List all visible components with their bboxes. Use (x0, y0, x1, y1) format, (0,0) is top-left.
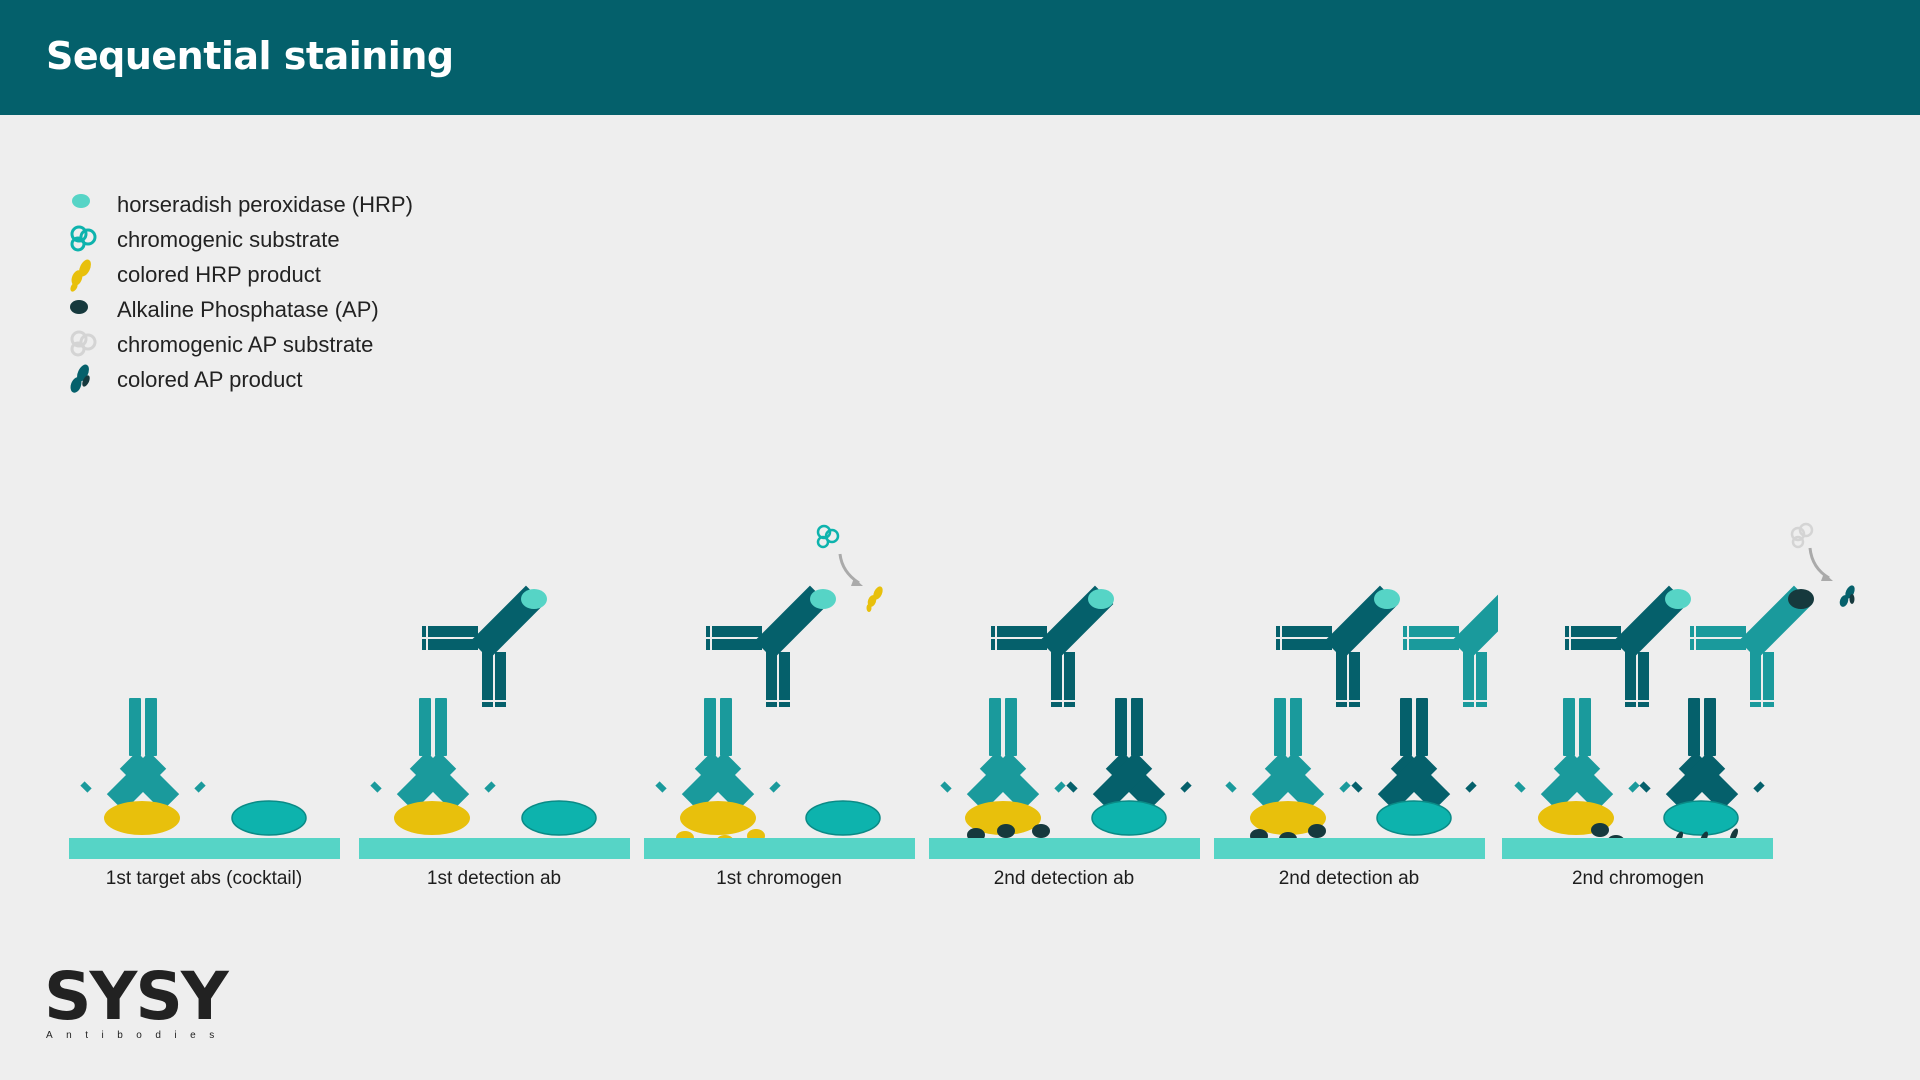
header-bar (0, 0, 1920, 115)
step-label: 1st chromogen (716, 868, 842, 889)
primary-antibody-1 (1514, 698, 1640, 812)
step-panel-4: 2nd detection ab (928, 520, 1208, 900)
tissue-slide (1502, 838, 1773, 859)
colored-hrp-product-icon (70, 259, 91, 292)
step-illustration (69, 698, 340, 859)
reaction-arrow (838, 553, 860, 585)
primary-antibody-1 (655, 698, 781, 812)
antigen-teal (805, 800, 881, 836)
antigen-yellow (394, 801, 470, 835)
step-label: 1st target abs (cocktail) (105, 868, 303, 889)
secondary-antibody-hrp (706, 585, 829, 707)
tissue-slide (359, 838, 630, 859)
step-label: 2nd detection ab (993, 868, 1135, 889)
primary-antibody-2 (1639, 698, 1765, 812)
hrp-icon (72, 194, 90, 208)
step-illustration (644, 524, 915, 859)
colored-ap-product-icon (70, 364, 90, 393)
antigen-yellow (965, 801, 1041, 835)
hrp-enzyme (1088, 589, 1114, 609)
logo-tagline: Antibodies (46, 1030, 228, 1041)
chromogenic-ap-substrate-icon (70, 330, 97, 357)
step-panel-1: 1st target abs (cocktail) (68, 520, 348, 900)
page-title: Sequential staining (46, 34, 454, 78)
chromogenic-ap-substrate (1790, 522, 1814, 549)
legend-label: chromogenic substrate (117, 227, 340, 252)
ap-icon (70, 300, 88, 314)
colored-hrp-product (866, 586, 883, 612)
step-label: 2nd chromogen (1571, 868, 1705, 889)
tissue-slide (644, 838, 915, 859)
antigen-teal (1663, 800, 1739, 836)
reaction-arrow (1808, 547, 1830, 580)
legend-label: chromogenic AP substrate (117, 332, 374, 357)
secondary-antibody-ap (1403, 585, 1498, 707)
sysy-logo: SYSY Antibodies (44, 958, 229, 1042)
step-label: 1st detection ab (426, 868, 562, 889)
antigen-teal (231, 800, 307, 836)
logo-brand: SYSY (44, 958, 229, 1035)
step-panel-5: 2nd detection ab (1213, 520, 1498, 900)
tissue-slide (69, 838, 340, 859)
step-panel-6: 2nd chromogen (1502, 520, 1902, 900)
primary-antibody-2 (1351, 698, 1477, 812)
antigen-yellow (680, 801, 756, 835)
primary-antibody-1 (80, 698, 206, 812)
step-illustration (359, 585, 630, 859)
legend-label: colored HRP product (117, 262, 321, 287)
chromogenic-substrate (816, 524, 840, 549)
step-illustration (1214, 585, 1498, 859)
step-panel-3: 1st chromogen (643, 520, 923, 900)
legend-label: horseradish peroxidase (HRP) (117, 192, 413, 217)
antigen-yellow (1250, 801, 1326, 835)
antigen-teal (1376, 800, 1452, 836)
step-illustration (1502, 522, 1855, 859)
ap-enzyme (1788, 589, 1814, 609)
chromogenic-substrate-icon (70, 225, 97, 252)
step-panel-2: 1st detection ab (358, 520, 638, 900)
primary-antibody-2 (1066, 698, 1192, 812)
hrp-enzyme (1665, 589, 1691, 609)
step-label: 2nd detection ab (1278, 868, 1420, 889)
legend-label: Alkaline Phosphatase (AP) (117, 297, 379, 322)
hrp-enzyme (1374, 589, 1400, 609)
primary-antibody-1 (1225, 698, 1351, 812)
antigen-teal (521, 800, 597, 836)
primary-antibody-1 (940, 698, 1066, 812)
primary-antibody-1 (370, 698, 496, 812)
antigen-teal (1091, 800, 1167, 836)
colored-ap-product (1839, 585, 1855, 607)
tissue-slide (1214, 838, 1485, 859)
hrp-enzyme (810, 589, 836, 609)
legend-label: colored AP product (117, 367, 303, 392)
hrp-enzyme (521, 589, 547, 609)
step-illustration (929, 585, 1200, 859)
antigen-yellow (104, 801, 180, 835)
tissue-slide (929, 838, 1200, 859)
